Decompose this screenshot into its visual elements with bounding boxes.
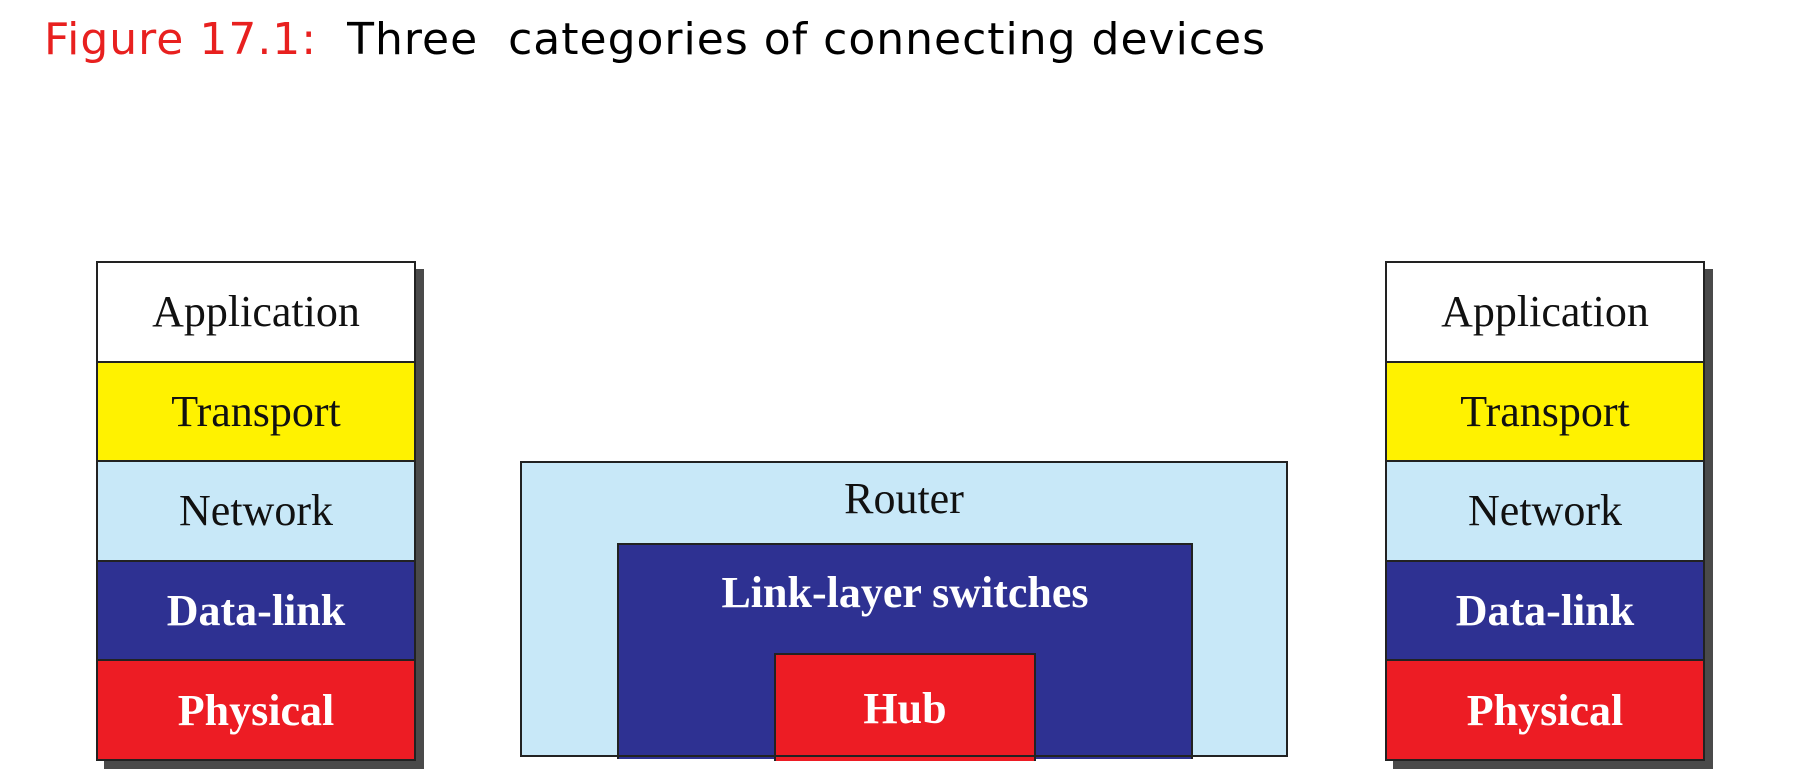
- right-transport-layer: Transport: [1387, 362, 1703, 463]
- left-protocol-stack: Application Transport Network Data-link …: [96, 261, 416, 761]
- link-layer-switch-label: Link-layer switches: [721, 568, 1089, 617]
- left-datalink-layer: Data-link: [98, 561, 414, 662]
- left-physical-layer: Physical: [98, 661, 414, 759]
- right-physical-layer: Physical: [1387, 661, 1703, 759]
- figure-caption: Three categories of connecting devices: [347, 14, 1267, 65]
- right-network-layer: Network: [1387, 462, 1703, 562]
- devices-baseline: [520, 755, 1288, 757]
- left-application-layer: Application: [98, 263, 414, 363]
- right-protocol-stack: Application Transport Network Data-link …: [1385, 261, 1705, 761]
- router-label: Router: [844, 474, 964, 523]
- figure-number: Figure 17.1:: [44, 14, 318, 65]
- left-transport-layer: Transport: [98, 362, 414, 463]
- left-network-layer: Network: [98, 462, 414, 562]
- right-application-layer: Application: [1387, 263, 1703, 363]
- link-layer-switch-box: Link-layer switches Hub: [617, 543, 1193, 761]
- right-datalink-layer: Data-link: [1387, 561, 1703, 662]
- hub-box: Hub: [774, 653, 1036, 761]
- figure-title: Figure 17.1: Three categories of connect…: [44, 14, 1266, 65]
- router-box: Router Link-layer switches Hub: [520, 461, 1288, 761]
